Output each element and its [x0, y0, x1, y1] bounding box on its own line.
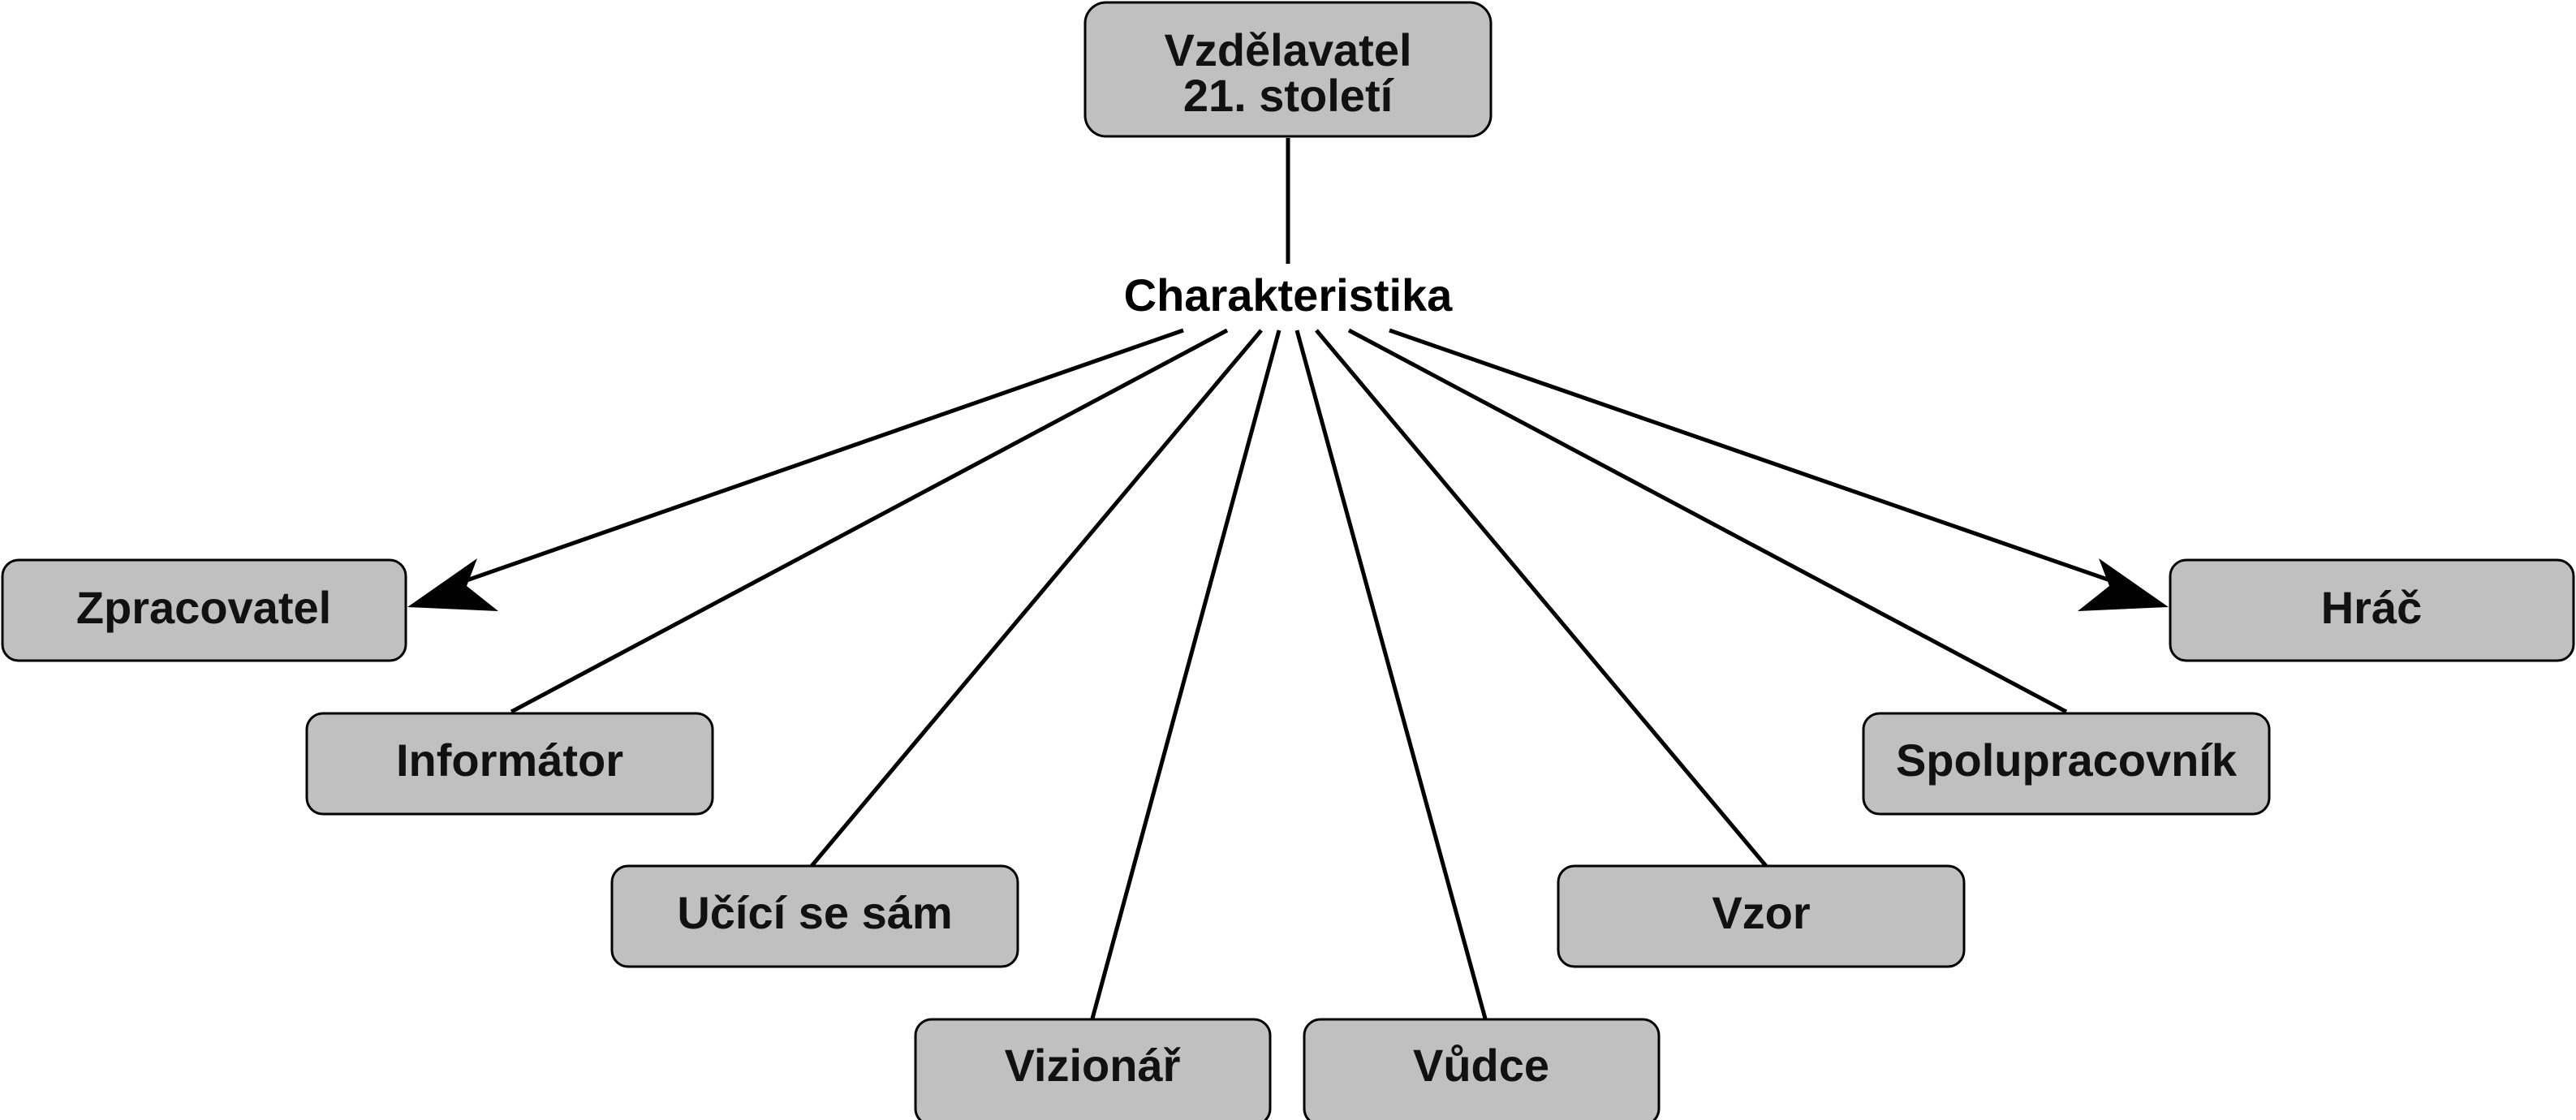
node-hrac-box	[2169, 558, 2575, 662]
node-hrac-label: Hráč	[2321, 582, 2423, 633]
node-spolupracovnik: Spolupracovník	[1862, 712, 2271, 816]
node-vizionar: Vizionář	[914, 1018, 1272, 1120]
edge-to-vzor	[1315, 329, 1768, 868]
hub-label: Charakteristika	[1124, 269, 1454, 321]
node-zpracovatel-box	[1, 558, 407, 662]
arrowhead-hrac	[2078, 558, 2169, 611]
node-spolupracovnik-label: Spolupracovník	[1896, 734, 2238, 786]
node-informator-box	[305, 712, 714, 816]
root-node: Vzdělavatel 21. století	[1083, 1, 1493, 138]
node-zpracovatel: Zpracovatel	[1, 558, 407, 662]
edge-to-vudce	[1294, 330, 1488, 1019]
node-spolupracovnik-box	[1862, 712, 2271, 816]
node-ucici-box	[610, 864, 1019, 968]
edge-to-spolupracovnik	[1347, 328, 2068, 714]
node-vudce-box	[1303, 1018, 1661, 1120]
edge-to-ucici	[810, 329, 1263, 868]
node-hrac: Hráč	[2169, 558, 2575, 662]
node-ucici: Učící se sám	[610, 864, 1019, 968]
edge-to-vizionar	[1090, 330, 1282, 1019]
node-vzor-label: Vzor	[1712, 887, 1810, 938]
node-vizionar-box	[914, 1018, 1272, 1120]
node-vudce: Vůdce	[1303, 1018, 1661, 1120]
diagram-edges	[407, 138, 2169, 1019]
root-node-line1: Vzdělavatel	[1164, 24, 1411, 75]
node-vudce-label: Vůdce	[1413, 1040, 1549, 1091]
edge-to-zpracovatel	[450, 328, 1184, 588]
root-node-line2: 21. století	[1183, 70, 1395, 121]
node-ucici-label: Učící se sám	[677, 887, 952, 938]
node-vizionar-label: Vizionář	[1005, 1040, 1181, 1091]
arrowhead-zpracovatel	[407, 558, 498, 611]
node-vzor-box	[1557, 864, 1966, 968]
edge-to-informator	[510, 328, 1229, 714]
node-informator: Informátor	[305, 712, 714, 816]
node-vzor: Vzor	[1557, 864, 1966, 968]
node-zpracovatel-label: Zpracovatel	[76, 582, 331, 633]
edge-to-hrac	[1389, 328, 2127, 588]
root-node-box	[1083, 1, 1493, 138]
node-informator-label: Informátor	[396, 734, 623, 786]
